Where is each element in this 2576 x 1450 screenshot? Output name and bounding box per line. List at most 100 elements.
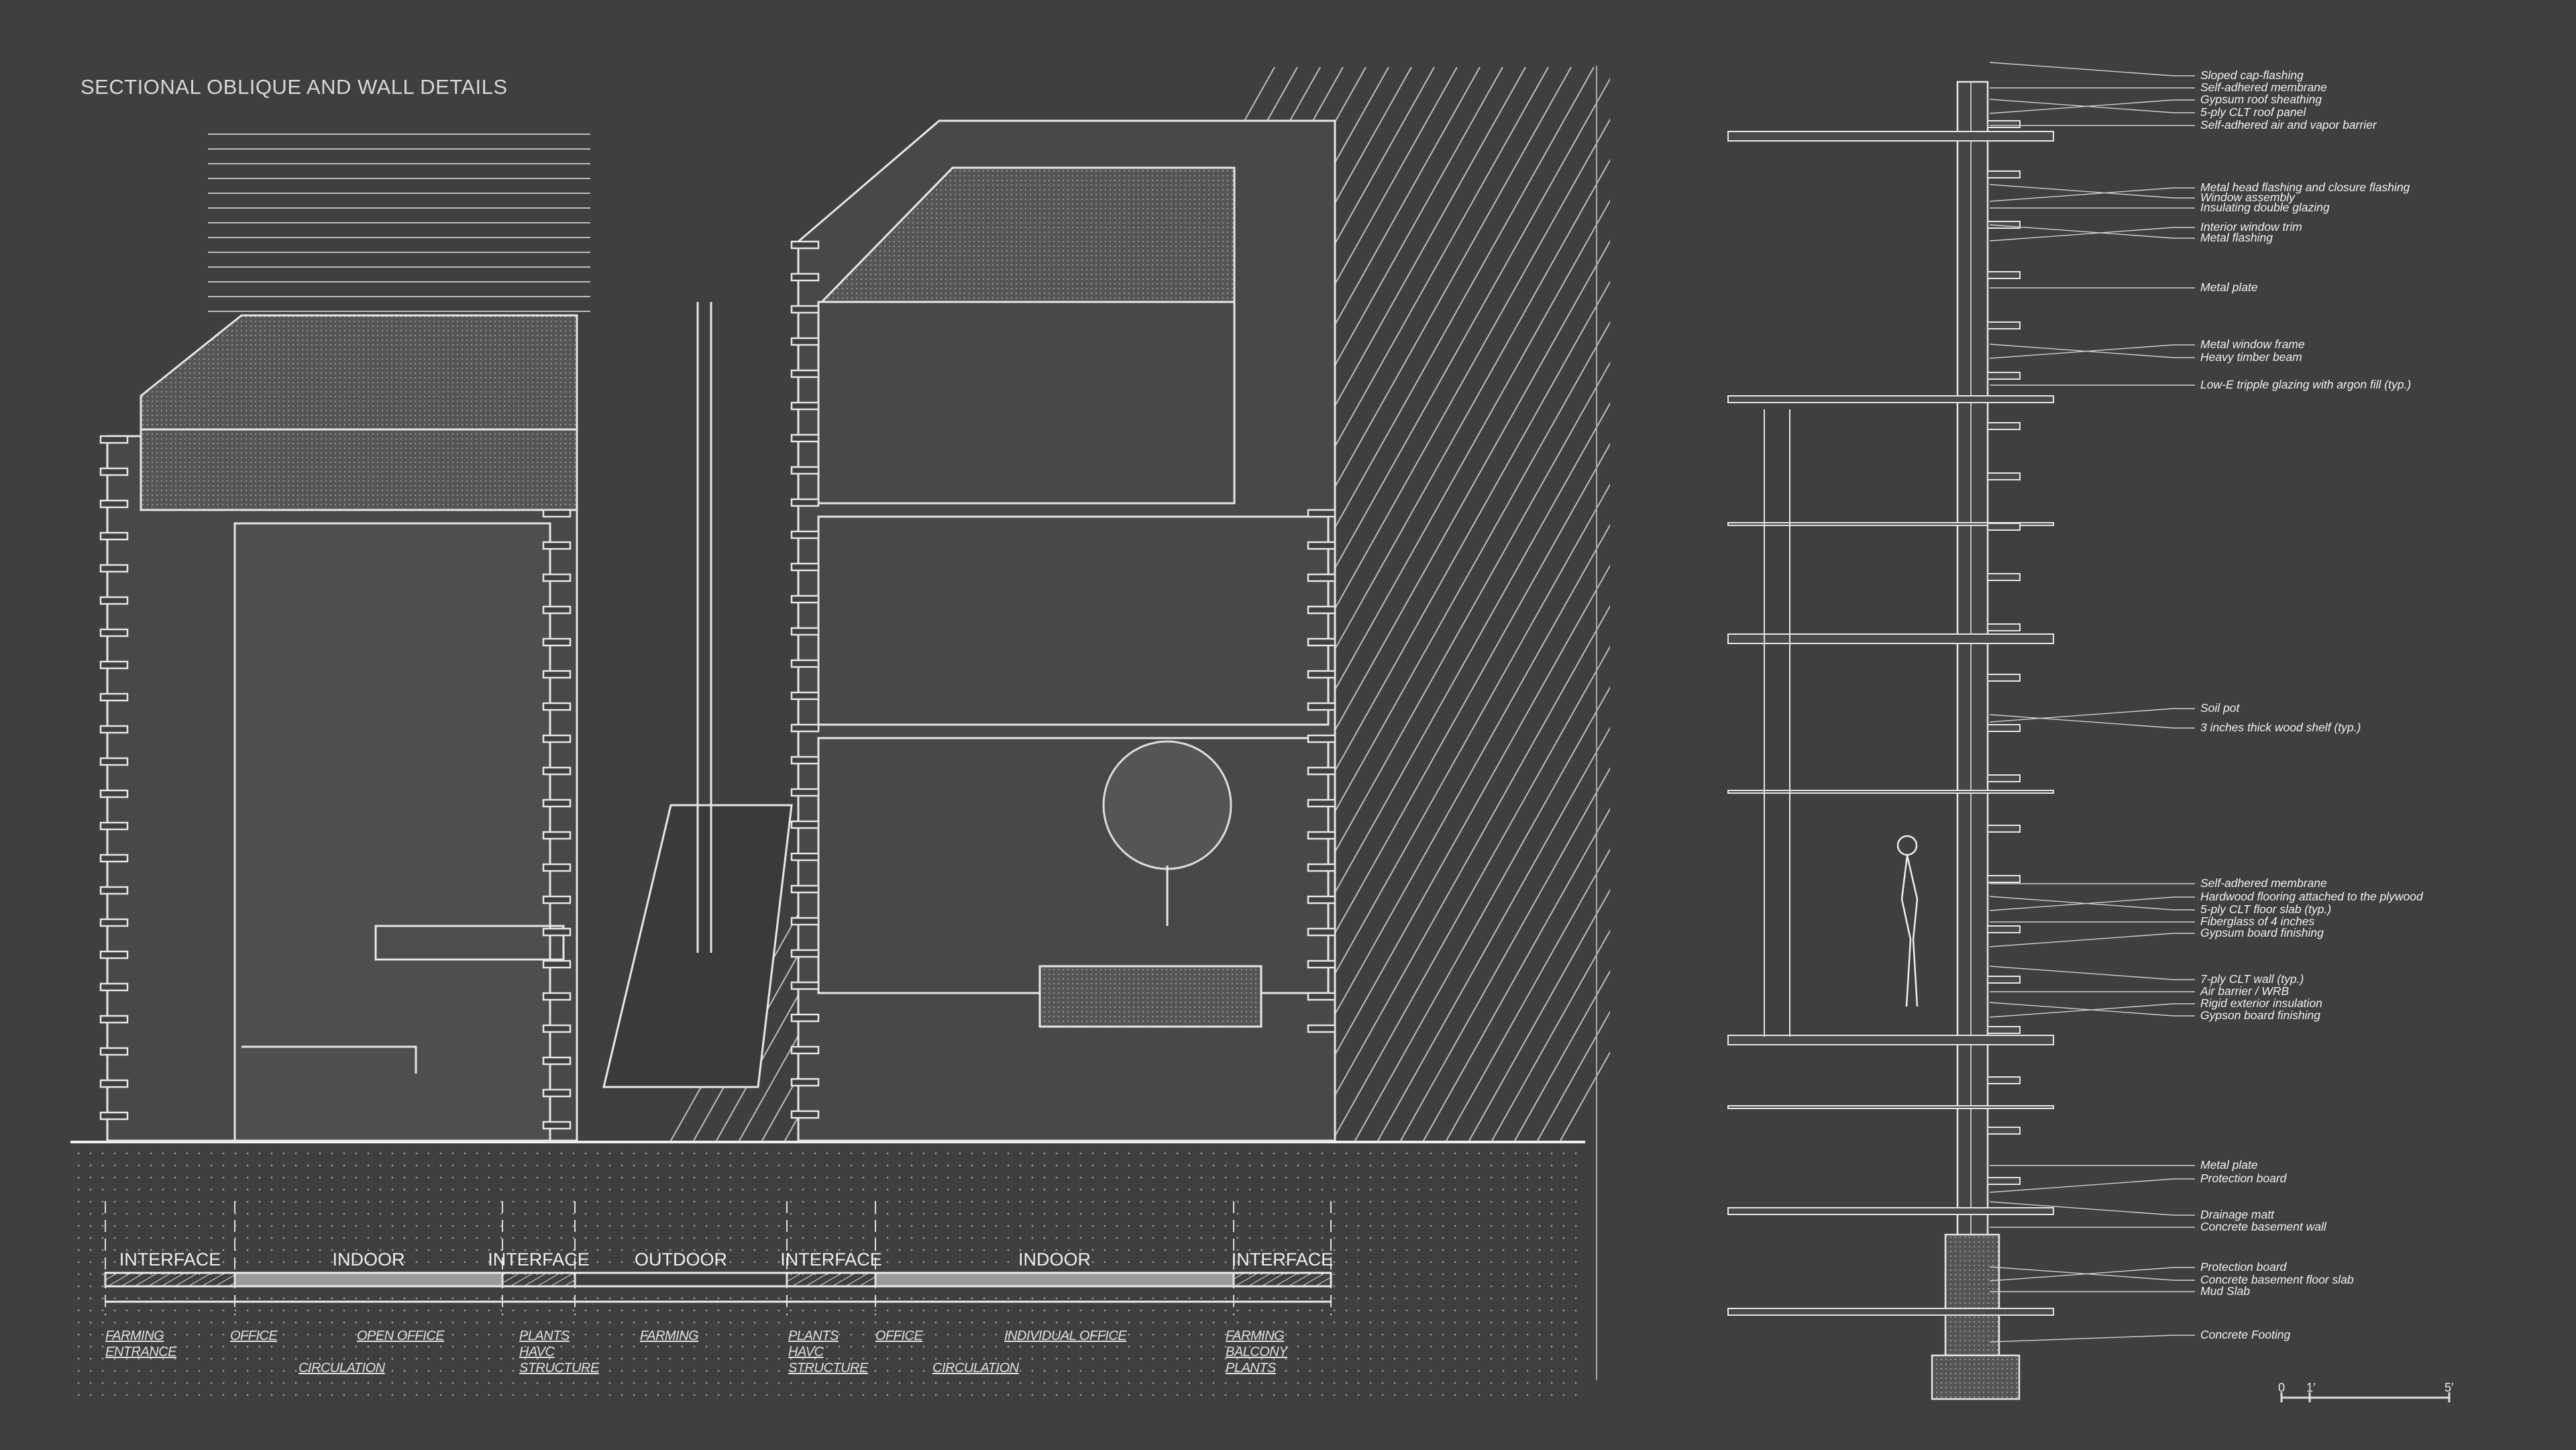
shelf [99,757,129,766]
shelf [99,1047,129,1056]
shelf [99,982,129,992]
shelf [790,272,820,282]
wall-shelf [1987,825,2021,833]
scale-tick-1: 1′ [2306,1381,2316,1394]
shelf [790,401,820,411]
wall-shelf [1987,422,2021,430]
shelf [542,1088,572,1098]
floor-slab [1727,1308,2054,1316]
program-label: OFFICE [230,1329,278,1343]
wall-shelf [1987,1127,2021,1135]
callout-label: Concrete basement wall [2200,1220,2326,1233]
shelf [790,788,820,797]
callout-label: Hardwood flooring attached to the plywoo… [2200,890,2423,903]
shelf [542,927,572,937]
zone-label-interface: INTERFACE [119,1249,221,1270]
shelf [790,530,820,539]
shelf [1307,509,1336,518]
shelf [790,756,820,765]
shelf [99,950,129,960]
shelf [790,305,820,314]
leader-line [1989,1335,2195,1343]
callout-label: Air barrier / WRB [2200,984,2290,998]
leader-line [1989,1178,2195,1193]
louver-line [1400,767,1610,1141]
louver-line [1286,564,1610,1141]
leader-line [1989,1267,2195,1282]
leader-line [1989,99,2195,113]
wall-shelf [1987,472,2021,480]
callout-label: Protection board [2200,1260,2287,1274]
program-label: FARMING [640,1329,699,1343]
leader-line [1989,966,2195,980]
louver-line [1423,807,1610,1141]
shelf [790,659,820,668]
shelf [790,369,820,378]
wall-shelf [1987,1076,2021,1084]
wall-shelf [1987,1026,2021,1034]
shelf [99,467,129,476]
leader-line [1989,1003,2195,1018]
callout-label: Low-E tripple glazing with argon fill (t… [2200,378,2412,391]
shelf [790,884,820,894]
shelf [790,820,820,829]
scale-tick-5: 5′ [2445,1381,2454,1394]
shelf [99,435,129,444]
floor-slab [1727,1207,2054,1215]
wall-shelf [1987,875,2021,883]
shelf [1307,605,1336,615]
shelf [542,573,572,582]
shelf [542,992,572,1001]
shelf [542,895,572,904]
callout-label: Rigid exterior insulation [2200,996,2322,1010]
leader-line [1989,187,2195,202]
shelf [542,605,572,615]
callout-label: 7-ply CLT wall (typ.) [2200,972,2304,986]
drawing-title: SECTIONAL OBLIQUE AND WALL DETAILS [80,75,508,99]
leader-line [1989,896,2195,911]
shelf [1307,573,1336,582]
person-figure [1896,835,1919,1007]
shelf [1307,863,1336,872]
shelf [790,337,820,346]
program-label: HAVC [519,1345,555,1359]
program-label: OPEN OFFICE [357,1329,445,1343]
program-label: INDIVIDUAL OFFICE [1004,1329,1127,1343]
wall-shelf [1987,271,2021,279]
louver-line [1491,929,1610,1141]
callout-label: Gypsum board finishing [2200,926,2324,939]
louver-line [1263,523,1610,1141]
callout-label: Concrete basement floor slab [2200,1273,2354,1286]
shelf [99,564,129,573]
leader-line [1989,62,2195,76]
shelf [790,691,820,701]
shelf [790,498,820,507]
shelf [790,1110,820,1119]
zone-label-outdoor: OUTDOOR [635,1249,727,1270]
callout-label: Mud Slab [2200,1284,2250,1298]
program-label: FARMING [1226,1329,1285,1343]
program-label: HAVC [788,1345,824,1359]
shelf [542,831,572,840]
floor-slab [1727,131,2054,142]
callout-label: Metal head flashing and closure flashing [2200,180,2410,194]
callout-label: 5-ply CLT roof panel [2200,105,2306,119]
shelf [99,853,129,863]
shelf [1307,670,1336,679]
wall-shelf [1987,170,2021,178]
callout-label: Sloped cap-flashing [2200,68,2304,82]
shelf [542,766,572,776]
shelf [1307,637,1336,647]
callout-label: Drainage matt [2200,1208,2274,1221]
zone-label-interface: INTERFACE [1231,1249,1334,1270]
wall-shelf [1987,120,2021,128]
leader-line [1989,227,2195,242]
shelf [542,702,572,711]
shelf [790,240,820,250]
shelf [790,949,820,958]
shelf [99,692,129,702]
shelf [99,596,129,605]
program-label: FARMING [105,1329,164,1343]
floor-slab [1727,1105,2054,1109]
